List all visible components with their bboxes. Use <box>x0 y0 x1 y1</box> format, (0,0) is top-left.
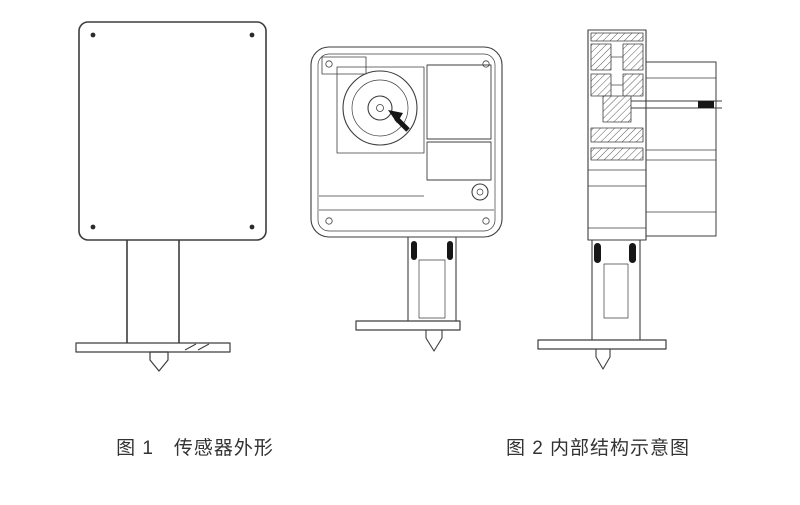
housing-outline <box>310 46 503 238</box>
terminal-block <box>321 56 367 75</box>
core-section <box>602 95 632 123</box>
base-weld-marks <box>184 343 210 351</box>
output-shaft <box>631 100 722 109</box>
connector-plug <box>149 351 169 372</box>
mounting-stem <box>126 240 180 343</box>
rear-housing <box>645 61 717 237</box>
rotation-arrow <box>388 110 410 132</box>
fan-axle <box>376 104 384 112</box>
upper-bearing-section <box>590 43 644 97</box>
housing-corner-screws <box>325 60 490 225</box>
base-plate <box>75 342 231 353</box>
cable-gland-center <box>476 188 484 196</box>
pcb-upper <box>426 64 492 140</box>
bolt-right <box>629 243 636 263</box>
figure2-front-internal <box>310 46 503 352</box>
bolt-left <box>411 241 417 260</box>
stem-inner <box>603 263 629 319</box>
fan-hub <box>367 95 393 121</box>
figure3-side-internal <box>537 29 722 370</box>
figure2-caption: 图 2 内部结构示意图 <box>505 438 691 459</box>
sensor-front-panel <box>78 21 267 241</box>
stem-inner <box>418 259 446 319</box>
top-plate-section <box>590 32 644 42</box>
lower-bearing-section <box>590 127 644 161</box>
fan-outer-ring <box>342 70 418 146</box>
figure1-caption: 图 1 传感器外形 <box>116 438 274 459</box>
stem-outline <box>591 240 641 340</box>
connector-plug <box>425 329 443 352</box>
pcb-lower <box>426 141 492 181</box>
housing-inner-outline <box>317 53 496 232</box>
fan-frame <box>336 66 425 154</box>
cable-gland <box>471 183 489 201</box>
stem-outline <box>407 237 457 321</box>
base-plate <box>355 320 461 331</box>
connector-plug <box>595 348 611 370</box>
base-plate <box>537 339 667 350</box>
bolt-right <box>447 241 453 260</box>
panel-corner-screws <box>90 32 255 230</box>
lower-body-lines <box>588 169 646 229</box>
figure1-sensor-exterior <box>75 21 267 372</box>
rear-housing-lines <box>646 77 716 213</box>
bolt-left <box>594 243 601 263</box>
fan-mid-ring <box>351 79 409 137</box>
